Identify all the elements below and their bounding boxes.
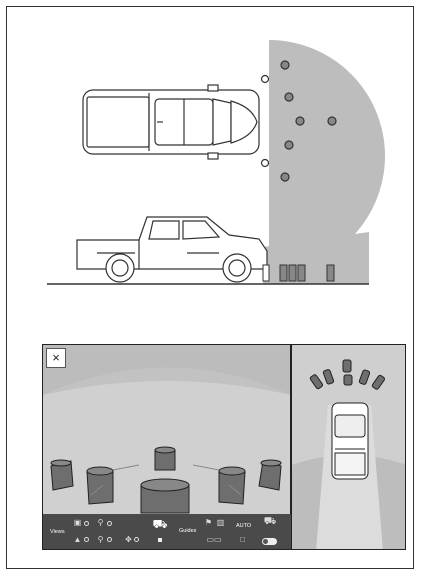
truck-guide-icon[interactable]: ⛟	[259, 516, 281, 527]
guide-mode-icon[interactable]: ▥	[215, 517, 226, 528]
sensor-dot	[285, 93, 293, 101]
side-view-icon[interactable]: ⚲	[95, 517, 106, 528]
auto-checkbox[interactable]: □	[237, 534, 248, 545]
sensor-dot	[285, 141, 293, 149]
truck-top-mini	[332, 403, 368, 479]
view-toolbar: Views ▣ ▲ ⚲ ⚲ ✥ ⛟ Guides ⚑ ▥ ▭▭ AUTO □ ⛟	[43, 514, 291, 549]
selected-view-icon[interactable]: ⛟	[149, 516, 171, 532]
front-view-icon[interactable]: ▲	[72, 534, 83, 545]
under-view-icon[interactable]: ⚲	[95, 534, 106, 545]
sensor-dot	[262, 76, 269, 83]
views-label: Views	[50, 529, 65, 535]
guide-line-icon[interactable]: ⚑	[203, 517, 214, 528]
truck-top-view	[83, 85, 259, 159]
truck-side-view	[77, 217, 267, 282]
wheel-view-icon[interactable]: ✥	[123, 534, 134, 545]
monitor-screen: × Views ▣ ▲ ⚲ ⚲ ✥ ⛟ Guides ⚑ ▥ ▭▭ AUTO □…	[42, 344, 406, 550]
view-option-radio[interactable]	[84, 537, 89, 542]
sensor-dot	[281, 173, 289, 181]
guide-bar-icon[interactable]: ▭▭	[203, 534, 225, 545]
view-option-radio[interactable]	[107, 521, 112, 526]
sensor-dot	[262, 160, 269, 167]
view-option-radio[interactable]	[107, 537, 112, 542]
sensor-dot	[281, 61, 289, 69]
view-option-radio[interactable]	[84, 521, 89, 526]
manual-figure-frame: × Views ▣ ▲ ⚲ ⚲ ✥ ⛟ Guides ⚑ ▥ ▭▭ AUTO □…	[6, 6, 414, 569]
view-option-radio[interactable]	[134, 537, 139, 542]
guides-label: Guides	[179, 528, 196, 534]
top-view-illustration	[7, 7, 415, 307]
sensor-dot	[296, 117, 304, 125]
close-button[interactable]: ×	[46, 348, 66, 368]
camera-view-icon[interactable]: ▣	[72, 517, 83, 528]
sensor-dot	[328, 117, 336, 125]
close-icon: ×	[52, 350, 60, 365]
selected-indicator	[158, 538, 162, 542]
auto-label: AUTO	[236, 523, 251, 529]
toggle-icon[interactable]	[262, 538, 277, 545]
